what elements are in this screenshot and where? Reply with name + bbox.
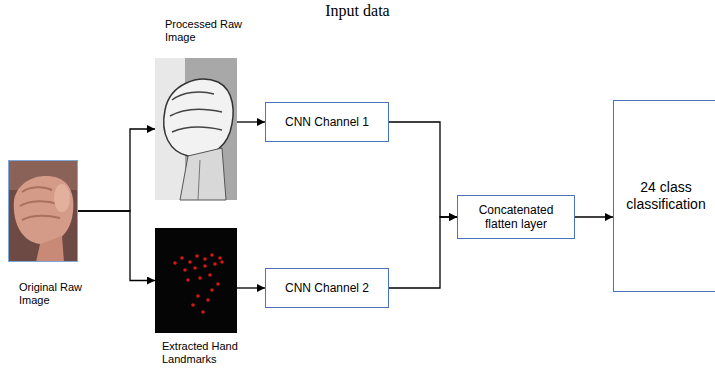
- diagram-title: Input data: [0, 2, 715, 20]
- arrow-connector: [575, 216, 613, 217]
- image-node: Extracted Hand Landmarks: [155, 228, 237, 333]
- box-label: CNN Channel 2: [273, 281, 381, 295]
- arrow-connector: [78, 211, 155, 281]
- processed-hand-image: [155, 58, 237, 200]
- image-node: Original Raw Image: [8, 160, 78, 262]
- process-box: CNN Channel 1: [265, 102, 389, 142]
- arrow-connector: [78, 129, 155, 211]
- image-caption: Original Raw Image: [19, 281, 91, 307]
- arrow-connector: [389, 217, 457, 288]
- raw-hand-photo: [8, 160, 78, 262]
- box-label: 24 class classification: [620, 179, 712, 213]
- output-box: 24 class classification: [613, 100, 715, 292]
- box-label: CNN Channel 1: [273, 115, 381, 129]
- image-caption: Processed Raw Image: [165, 18, 245, 44]
- arrow-connector: [237, 287, 265, 288]
- image-node: Processed Raw Image: [155, 58, 237, 200]
- landmark-image: [155, 228, 237, 333]
- arrow-connector: [389, 122, 457, 217]
- process-box: Concatenated flatten layer: [457, 195, 575, 239]
- box-label: Concatenated flatten layer: [466, 203, 566, 232]
- image-caption: Extracted Hand Landmarks: [162, 340, 244, 366]
- arrow-connector: [237, 121, 265, 122]
- process-box: CNN Channel 2: [265, 268, 389, 308]
